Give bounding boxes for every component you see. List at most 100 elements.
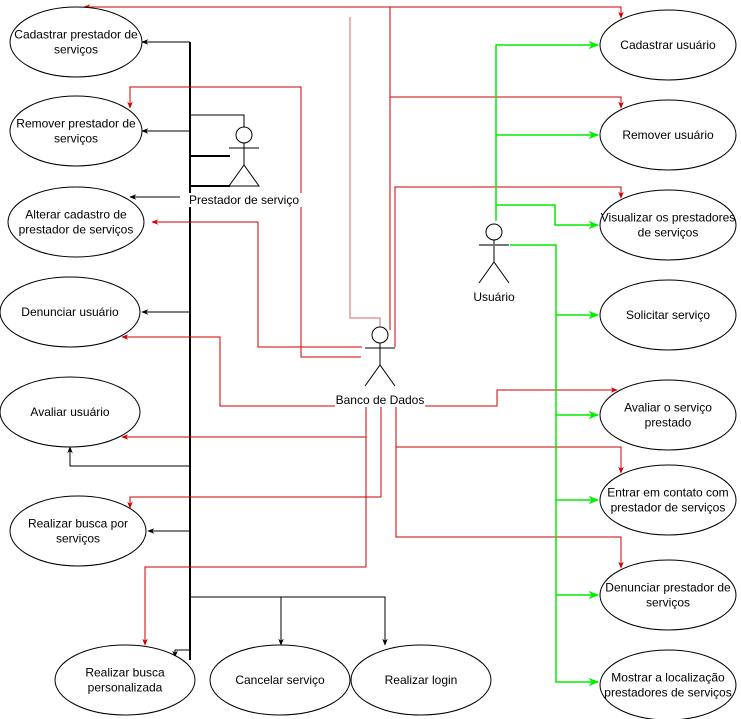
use-case-label: Alterar cadastro de bbox=[25, 208, 127, 222]
use-case-ellipse bbox=[9, 6, 143, 78]
association-usuario-cad_user bbox=[495, 40, 600, 221]
association-banco-aval_serv bbox=[424, 387, 618, 407]
use-case-rem-user[interactable]: Remover usuário bbox=[599, 99, 737, 171]
actor-prestador[interactable]: Prestador de serviço bbox=[180, 126, 308, 207]
association-usuario-solicitar bbox=[510, 244, 600, 320]
edges-layer bbox=[67, 4, 624, 687]
use-case-solicitar[interactable]: Solicitar serviço bbox=[599, 279, 737, 351]
use-case-cancelar[interactable]: Cancelar serviço bbox=[209, 644, 351, 716]
use-case-label: Remover prestador de bbox=[16, 117, 136, 131]
use-case-label: Avaliar o serviço bbox=[624, 401, 712, 415]
actor-usuario[interactable]: Usuário bbox=[470, 223, 518, 304]
association-banco-den_prest bbox=[395, 447, 624, 569]
actor-head-icon bbox=[371, 326, 389, 344]
use-case-label: Visualizar os prestadores bbox=[601, 211, 736, 225]
use-case-label: prestador de serviços bbox=[611, 501, 726, 515]
use-case-label: Denunciar usuário bbox=[21, 305, 119, 319]
association-banco-busca_serv bbox=[127, 400, 382, 509]
use-case-label: Realizar busca bbox=[85, 666, 165, 680]
association-prestador-cancelar bbox=[190, 596, 284, 646]
use-case-cad-user[interactable]: Cadastrar usuário bbox=[599, 9, 737, 81]
use-case-ellipse bbox=[599, 379, 737, 451]
association-banco-contato bbox=[395, 400, 624, 474]
association-banco-alt_prest bbox=[151, 219, 362, 348]
use-case-label: prestador de serviços bbox=[19, 223, 134, 237]
use-case-label: Denunciar prestador de bbox=[605, 581, 731, 595]
actor-banco[interactable]: Banco de Dados bbox=[334, 326, 426, 407]
use-case-ellipse bbox=[350, 644, 492, 716]
use-case-label: Realizar login bbox=[385, 673, 458, 687]
prestador-head-link bbox=[190, 114, 245, 127]
association-usuario-den_prest bbox=[555, 500, 600, 600]
use-case-label: serviços bbox=[54, 132, 98, 146]
use-case-label: Mostrar a localização bbox=[611, 671, 725, 685]
use-case-label: Avaliar usuário bbox=[30, 405, 109, 419]
actor-label-bg bbox=[180, 193, 308, 207]
use-case-label: Cadastrar usuário bbox=[620, 38, 716, 52]
association-prestador-busca_pers bbox=[172, 597, 191, 658]
use-case-label: Realizar busca por bbox=[28, 517, 128, 531]
use-case-ellipse bbox=[0, 276, 141, 348]
use-case-label: Entrar em contato com bbox=[607, 486, 728, 500]
use-case-ellipse bbox=[599, 99, 737, 171]
actor-label: Banco de Dados bbox=[336, 393, 425, 407]
actor-head-icon bbox=[485, 223, 503, 241]
use-case-ellipse bbox=[599, 9, 737, 81]
use-case-aval-user[interactable]: Avaliar usuário bbox=[0, 376, 141, 448]
association-banco-rem_prest bbox=[127, 86, 361, 358]
use-case-ellipse bbox=[599, 279, 737, 351]
actor-legs-icon bbox=[228, 164, 260, 187]
association-usuario-contato bbox=[555, 415, 600, 505]
actor-label-bg bbox=[334, 393, 426, 407]
use-case-login[interactable]: Realizar login bbox=[350, 644, 492, 716]
use-case-label: serviços bbox=[646, 596, 690, 610]
use-case-ellipse bbox=[9, 95, 143, 167]
use-case-ellipse bbox=[599, 559, 737, 631]
association-banco-busca_pers bbox=[142, 437, 367, 646]
use-case-label: serviços bbox=[56, 532, 100, 546]
association-prestador-login bbox=[281, 596, 388, 646]
use-case-ellipse bbox=[0, 376, 141, 448]
association-banco-rem_user bbox=[390, 96, 624, 109]
use-case-label: Solicitar serviço bbox=[626, 308, 710, 322]
use-case-ellipse bbox=[54, 644, 196, 716]
use-case-label: Cadastrar prestador de bbox=[14, 28, 138, 42]
use-case-label: Remover usuário bbox=[622, 128, 714, 142]
association-usuario-aval_serv bbox=[555, 315, 600, 420]
association-usuario-local bbox=[555, 595, 600, 687]
association-banco-cad_user bbox=[390, 6, 624, 19]
association-banco-vis_prest bbox=[394, 186, 624, 347]
actor-legs-icon bbox=[478, 261, 510, 284]
actor-legs-icon bbox=[364, 364, 396, 387]
use-case-ellipse bbox=[209, 644, 351, 716]
association-usuario-vis_prest bbox=[496, 204, 600, 230]
use-case-den-user[interactable]: Denunciar usuário bbox=[0, 276, 141, 348]
use-case-label: personalizada bbox=[88, 681, 163, 695]
banco-connector bbox=[349, 17, 381, 327]
use-case-label: prestado bbox=[645, 416, 692, 430]
use-case-ellipse bbox=[599, 189, 737, 261]
actor-head-icon bbox=[235, 126, 253, 144]
association-prestador-aval_user bbox=[67, 446, 190, 467]
actor-label-bg bbox=[470, 290, 518, 304]
use-case-ellipse bbox=[7, 186, 145, 258]
use-case-label: de serviços bbox=[638, 226, 699, 240]
use-case-ellipse bbox=[599, 649, 737, 719]
association-banco-den_user bbox=[121, 334, 335, 407]
use-case-label: prestadores de serviços bbox=[604, 686, 731, 700]
actor-label: Usuário bbox=[473, 290, 515, 304]
use-case-ellipse bbox=[599, 464, 737, 536]
